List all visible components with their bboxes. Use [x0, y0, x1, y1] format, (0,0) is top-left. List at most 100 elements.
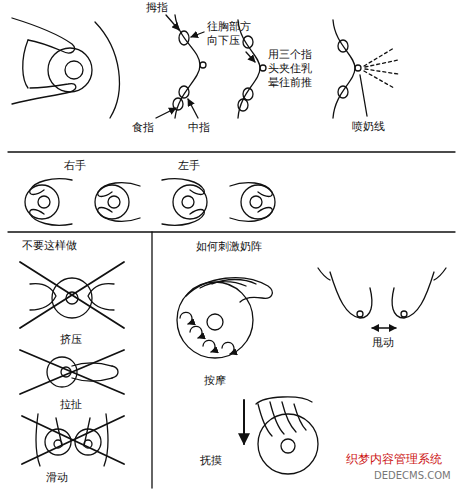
left-hand-figure — [230, 183, 272, 197]
finger-label: 中指 — [188, 121, 210, 135]
pull-figure — [112, 366, 118, 378]
stroke-figure — [281, 439, 295, 453]
left-hand-figure — [230, 208, 272, 222]
squeeze-figure — [52, 278, 92, 318]
section-heading: 不要这样做 — [22, 239, 77, 253]
stroke-figure — [256, 397, 312, 404]
finger-position-figure — [166, 15, 179, 30]
shake-figure — [318, 268, 446, 280]
finger-label: 拇指 — [146, 1, 168, 15]
finger-position-figure — [179, 31, 189, 45]
hand-hold-figure — [23, 40, 28, 88]
right-hand-figure — [98, 208, 140, 222]
hand-hold-figure — [12, 18, 119, 118]
technique-label: 挤压 — [60, 333, 82, 347]
section-heading: 如何刺激奶阵 — [196, 240, 262, 254]
massage-figure — [190, 326, 202, 338]
shake-figure — [372, 327, 396, 328]
squeeze-figure — [20, 262, 124, 328]
technique-label: 甩动 — [372, 336, 394, 350]
watermark: DEDECMS.COM — [374, 470, 451, 483]
hand-hold-figure — [95, 22, 119, 118]
figure-label: 喷奶线 — [352, 120, 385, 134]
shake-figure — [330, 272, 372, 318]
left-hand-figure — [162, 210, 204, 226]
technique-label: 拉扯 — [60, 398, 82, 412]
milk-spray-figure — [360, 75, 367, 116]
technique-label: 滑动 — [46, 471, 68, 485]
three-finger-figure — [238, 20, 266, 118]
hand-label: 右手 — [64, 159, 86, 173]
finger-label: 食指 — [132, 121, 154, 135]
squeeze-figure — [88, 284, 114, 310]
technique-label: 抚摸 — [200, 454, 222, 468]
milk-spray-figure — [364, 71, 394, 88]
panel-divider — [8, 151, 455, 152]
shake-figure — [392, 272, 434, 318]
slide-figure — [22, 416, 124, 464]
milk-spray-figure — [355, 65, 361, 71]
massage-figure — [203, 340, 215, 352]
hand-label: 左手 — [178, 159, 200, 173]
milk-spray-figure — [364, 48, 394, 66]
hand-hold-figure — [65, 61, 83, 79]
right-hand-figure — [108, 196, 120, 208]
finger-position-figure — [191, 32, 204, 37]
massage-figure — [200, 280, 256, 289]
pull-figure — [20, 350, 124, 394]
milk-spray-figure — [333, 20, 355, 118]
stroke-figure — [258, 402, 306, 436]
three-finger-figure — [246, 52, 255, 62]
three-finger-figure — [238, 20, 260, 118]
left-hand-figure — [182, 196, 194, 208]
milk-spray-figure — [338, 86, 348, 98]
instruction-note: 往胸部方向下压 — [207, 20, 257, 48]
milk-spray-figure — [333, 20, 398, 118]
instruction-note: 用三个指头夹住乳晕往前推 — [268, 48, 320, 89]
finger-position-figure — [179, 86, 189, 98]
finger-position-figure — [156, 15, 206, 118]
three-finger-figure — [243, 88, 253, 100]
squeeze-figure — [30, 284, 56, 310]
panel-divider — [8, 152, 455, 488]
shake-figure — [318, 268, 446, 328]
slide-figure — [56, 418, 90, 446]
milk-spray-figure — [365, 60, 398, 67]
panel-divider — [151, 232, 152, 488]
slide-figure — [22, 416, 124, 464]
three-finger-figure — [238, 99, 248, 111]
milk-spray-figure — [338, 40, 348, 52]
right-hand-figure — [98, 183, 140, 197]
finger-position-figure — [188, 99, 198, 118]
right-hand-figure — [30, 210, 72, 226]
right-hand-figure — [38, 196, 50, 208]
pull-figure — [20, 350, 124, 394]
finger-position-figure — [156, 108, 176, 118]
massage-figure — [180, 312, 192, 324]
squeeze-figure — [20, 262, 124, 328]
finger-position-figure — [200, 62, 206, 68]
massage-figure — [222, 342, 234, 354]
left-hand-figure — [162, 179, 275, 226]
stroke-figure — [258, 414, 318, 474]
three-finger-figure — [260, 65, 266, 71]
stroke-figure — [243, 400, 245, 444]
massage-figure — [207, 314, 223, 330]
technique-label: 按摩 — [204, 374, 226, 388]
squeeze-figure — [20, 262, 124, 328]
pull-figure — [72, 363, 112, 381]
slide-figure — [22, 414, 124, 466]
shake-figure — [357, 311, 363, 317]
hand-hold-figure — [12, 84, 76, 104]
massage-figure — [177, 278, 272, 358]
right-hand-figure — [25, 179, 140, 226]
pull-figure — [20, 350, 124, 394]
milk-spray-figure — [365, 69, 398, 74]
watermark: 织梦内容管理系统 — [346, 452, 442, 467]
three-finger-figure — [243, 36, 253, 48]
panel-divider — [8, 231, 455, 232]
shake-figure — [401, 311, 407, 317]
stroke-figure — [244, 397, 318, 474]
left-hand-figure — [250, 196, 262, 208]
